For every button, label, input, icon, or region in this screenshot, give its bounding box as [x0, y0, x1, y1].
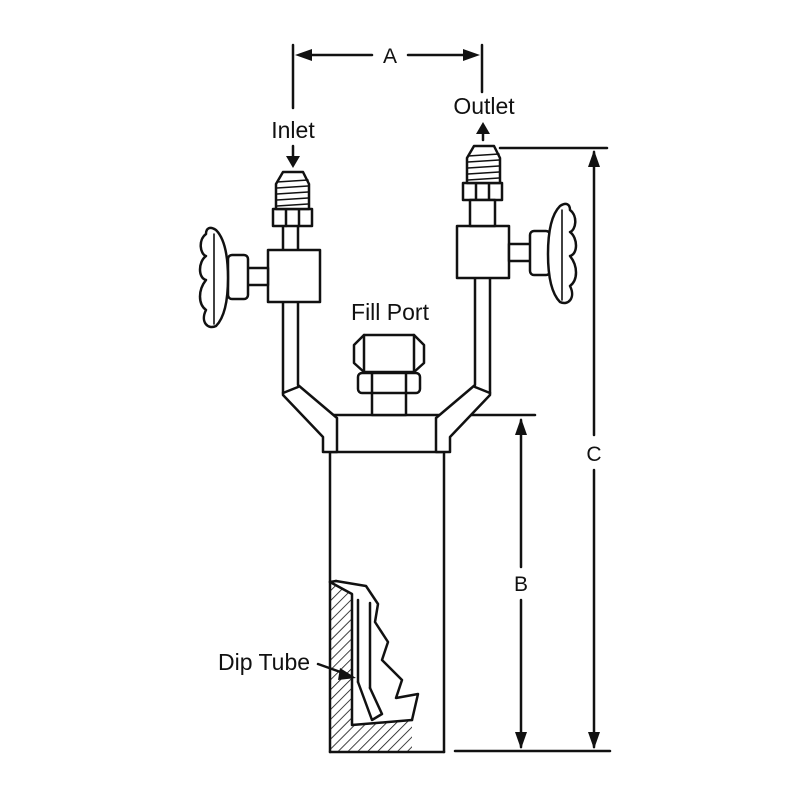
dimension-a	[291, 43, 484, 110]
inlet-valve-body	[266, 248, 322, 304]
outlet-valve-handwheel	[507, 202, 578, 305]
dimension-c-label: C	[586, 443, 601, 466]
dimension-b-label: B	[514, 573, 528, 596]
outlet-label: Outlet	[453, 93, 515, 119]
dimension-a-label: A	[383, 45, 397, 68]
dip-tube	[356, 598, 384, 722]
dip-tube-label: Dip Tube	[218, 649, 310, 675]
cutaway-section	[328, 579, 420, 752]
outlet-valve-body	[455, 224, 511, 280]
inlet-fitting	[271, 170, 314, 228]
dimension-c	[453, 146, 612, 753]
inlet-arrow	[286, 144, 300, 168]
fill-port-label: Fill Port	[351, 299, 430, 325]
outlet-tube	[434, 224, 492, 454]
inlet-label: Inlet	[271, 117, 315, 143]
dip-tube-leader	[316, 662, 356, 680]
inlet-valve-handwheel	[198, 226, 270, 329]
fill-port	[352, 333, 426, 417]
outlet-fitting	[461, 144, 504, 228]
outlet-arrow	[476, 122, 490, 142]
